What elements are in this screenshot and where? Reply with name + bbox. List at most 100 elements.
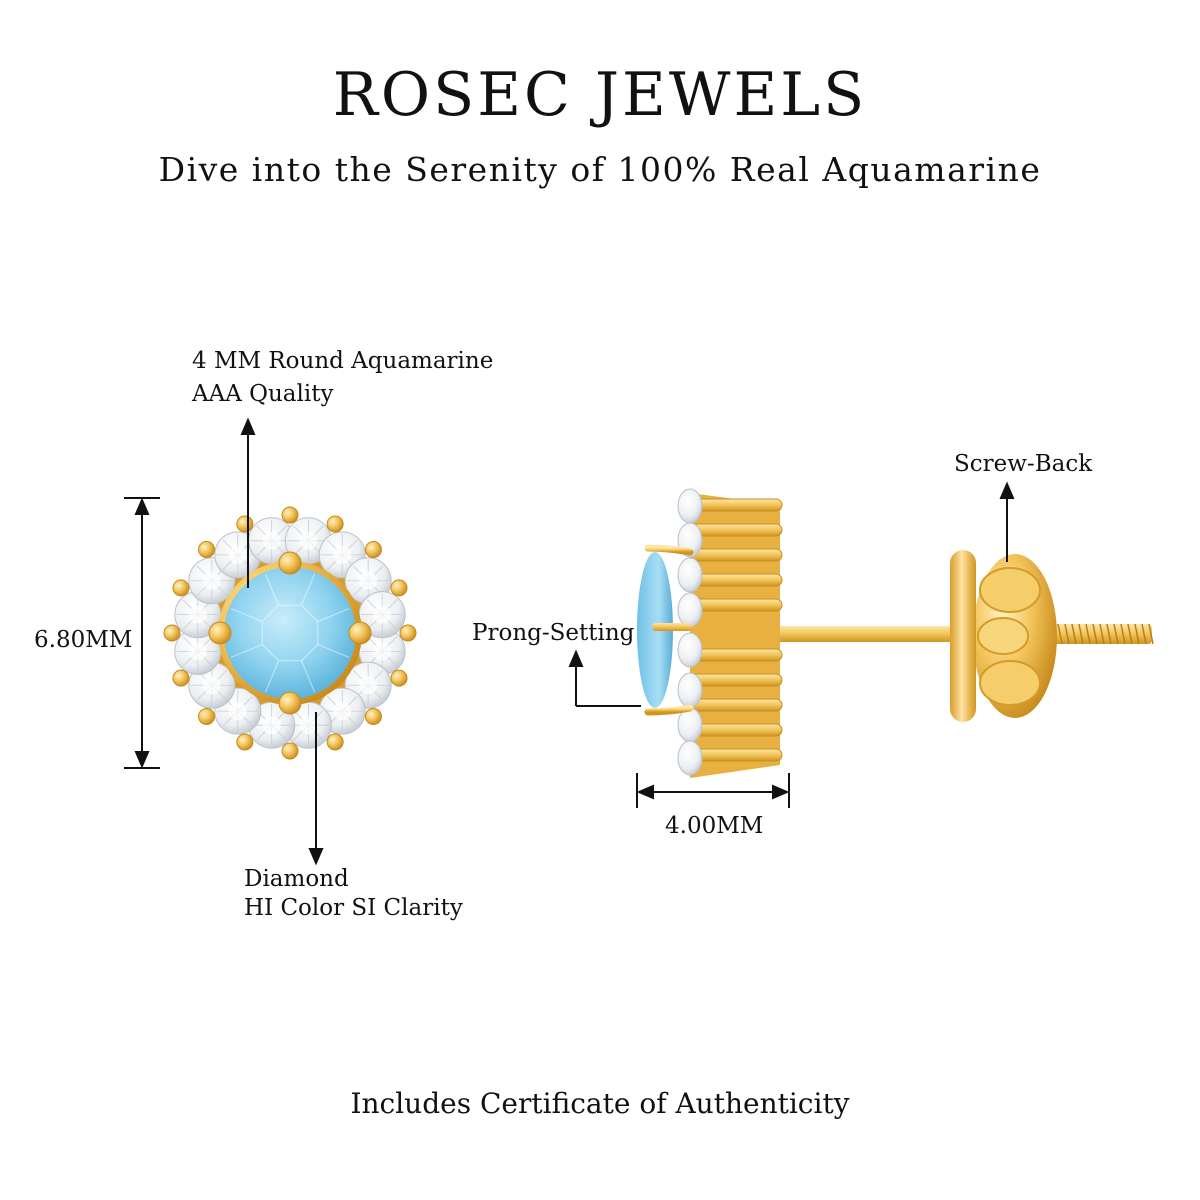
- certificate-note: Includes Certificate of Authenticity: [350, 1087, 850, 1120]
- prong-setting-label: Prong-Setting: [472, 620, 635, 646]
- diamond-table: [333, 702, 352, 721]
- facet-table: [261, 604, 319, 662]
- thread-line: [1099, 623, 1105, 645]
- thread-line: [1092, 623, 1098, 645]
- diamond-callout-arrow: [308, 712, 324, 866]
- front-view-earring: [163, 506, 417, 760]
- facet-line: [300, 573, 316, 606]
- thread-line: [1064, 623, 1070, 645]
- gallery-bar: [689, 698, 783, 712]
- gallery-bar: [689, 748, 783, 762]
- diamond-label-line1: Diamond: [244, 866, 349, 892]
- diamond-table: [373, 642, 392, 661]
- screw-back-disc: [950, 550, 976, 722]
- thread-line: [1106, 623, 1112, 645]
- halo-prong: [326, 515, 344, 533]
- center-stone-label-line2: AAA Quality: [192, 381, 334, 407]
- halo-prong: [236, 733, 254, 751]
- gallery-bar: [689, 673, 783, 687]
- facet-line: [264, 660, 280, 693]
- halo-prong: [390, 579, 408, 597]
- thread-line: [1120, 623, 1126, 645]
- thread-line: [1085, 623, 1091, 645]
- width-dimension-label: 4.00MM: [665, 813, 764, 839]
- side-diamond: [677, 557, 703, 593]
- thread-line: [1057, 623, 1063, 645]
- center-prong: [348, 621, 372, 645]
- height-dimension-label: 6.80MM: [34, 627, 133, 653]
- tagline: Dive into the Serenity of 100% Real Aqua…: [158, 150, 1042, 189]
- facet-line: [264, 573, 280, 606]
- facet-line: [300, 660, 316, 693]
- center-prong: [278, 691, 302, 715]
- gallery-bar: [689, 598, 783, 612]
- center-stone-label-line1: 4 MM Round Aquamarine: [192, 348, 494, 374]
- diamond-table: [359, 571, 378, 590]
- diamond-table: [373, 605, 392, 624]
- halo-prong: [281, 506, 299, 524]
- halo-prong: [172, 669, 190, 687]
- halo-prong: [364, 707, 382, 725]
- gallery-bar: [689, 523, 783, 537]
- halo-prongs: [163, 506, 417, 760]
- brand-title: ROSEC JEWELS: [332, 60, 868, 130]
- halo-prong: [236, 515, 254, 533]
- side-diamond: [677, 488, 703, 524]
- earring-post: [760, 626, 960, 642]
- diamond-table: [202, 676, 221, 695]
- aquamarine-center-stone: [224, 567, 356, 699]
- halo-prong: [399, 624, 417, 642]
- diamond-table: [228, 545, 247, 564]
- aquamarine-facets: [230, 573, 350, 693]
- facet-line: [230, 643, 263, 659]
- halo-prong: [172, 579, 190, 597]
- center-prongs: [208, 551, 372, 715]
- facet-line: [230, 607, 263, 623]
- gallery-bar: [689, 723, 783, 737]
- thread-line: [1071, 623, 1077, 645]
- gallery-bar: [689, 573, 783, 587]
- halo-prong: [281, 742, 299, 760]
- facet-line: [317, 643, 350, 659]
- prong-setting-callout-arrow: [568, 649, 641, 707]
- side-diamond: [677, 632, 703, 668]
- gallery-prongs: [689, 498, 783, 762]
- center-prong: [208, 621, 232, 645]
- side-diamond: [677, 740, 703, 776]
- diamond-label-line2: HI Color SI Clarity: [244, 895, 463, 921]
- side-diamond: [677, 707, 703, 743]
- halo-prong: [163, 624, 181, 642]
- diamond-table: [262, 531, 281, 550]
- thread-line: [1127, 623, 1133, 645]
- height-dimension-marker: [124, 497, 160, 769]
- halo-prong: [364, 541, 382, 559]
- diamond-table: [359, 676, 378, 695]
- thread-line: [1078, 623, 1084, 645]
- thread-line: [1134, 623, 1140, 645]
- halo-prong: [326, 733, 344, 751]
- diamond-table: [262, 716, 281, 735]
- gallery-bar: [689, 498, 783, 512]
- thread-line: [1148, 623, 1154, 645]
- diamond-table: [228, 702, 247, 721]
- width-dimension-marker: [636, 773, 790, 808]
- diamond-table: [202, 571, 221, 590]
- facet-line: [317, 607, 350, 623]
- screw-back-callout-arrow: [999, 481, 1015, 562]
- diamond-table: [333, 545, 352, 564]
- halo-prong: [198, 707, 216, 725]
- center-stone-callout-arrow: [240, 417, 256, 588]
- gallery-bar: [689, 648, 783, 662]
- center-prong: [278, 551, 302, 575]
- thread-line: [1113, 623, 1119, 645]
- side-diamond: [677, 592, 703, 628]
- gallery-bar: [689, 548, 783, 562]
- diamond-table: [299, 716, 318, 735]
- side-view-earring: [637, 488, 1154, 778]
- halo-prong: [390, 669, 408, 687]
- diamond-table: [188, 605, 207, 624]
- halo-prong: [198, 541, 216, 559]
- diamond-table: [299, 531, 318, 550]
- screw-back-label: Screw-Back: [954, 451, 1093, 477]
